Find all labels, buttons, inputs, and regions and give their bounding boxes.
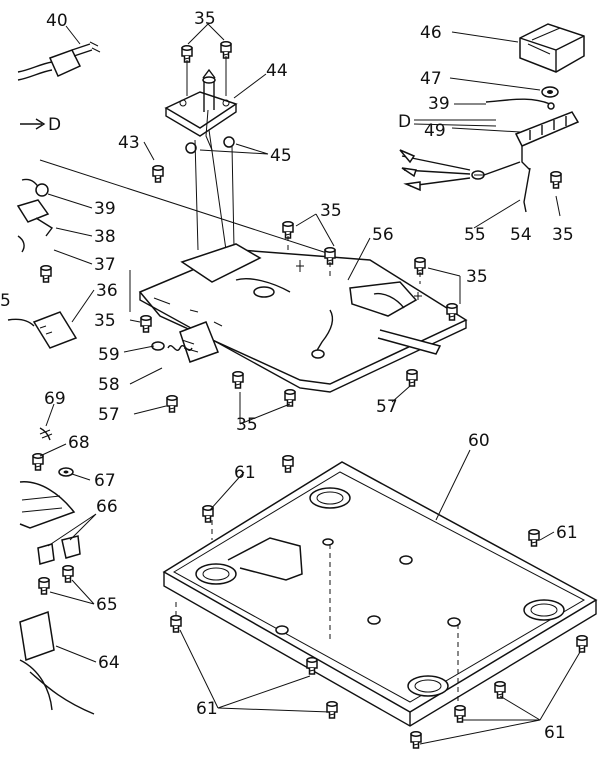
screw-icon xyxy=(38,577,50,595)
callout-5: 5 xyxy=(0,291,11,311)
callout-36: 36 xyxy=(96,281,118,301)
callout-66: 66 xyxy=(96,497,118,517)
callout-46: 46 xyxy=(420,23,442,43)
callout-44: 44 xyxy=(266,61,288,81)
screw-icon xyxy=(406,369,418,387)
callout-61: 61 xyxy=(234,463,256,483)
callout-58: 58 xyxy=(98,375,120,395)
callout-56: 56 xyxy=(372,225,394,245)
callout-57: 57 xyxy=(376,397,398,417)
chassis-plate xyxy=(138,243,468,393)
screw-icon xyxy=(181,45,193,63)
screw-icon xyxy=(414,257,426,275)
screw-icon xyxy=(40,265,52,283)
screw-icon xyxy=(166,395,178,413)
arm-plate-icon xyxy=(19,481,76,529)
callout-69: 69 xyxy=(44,389,66,409)
screw-icon xyxy=(232,371,244,389)
callout-35: 35 xyxy=(236,415,258,435)
screw-icon xyxy=(140,315,152,333)
callout-49: 49 xyxy=(424,121,446,141)
callout-45: 45 xyxy=(270,146,292,166)
callout-35: 35 xyxy=(552,225,574,245)
leader-lines xyxy=(39,23,581,745)
callout-61: 61 xyxy=(544,723,566,743)
screw-icon xyxy=(282,455,294,473)
screw-icon xyxy=(152,165,164,183)
callout-67: 67 xyxy=(94,471,116,491)
callout-57: 57 xyxy=(98,405,120,425)
clamp-icon xyxy=(21,178,49,197)
screw-icon xyxy=(282,221,294,239)
callout-54: 54 xyxy=(510,225,532,245)
callout-64: 64 xyxy=(98,653,120,673)
callout-38: 38 xyxy=(94,227,116,247)
bracket-icon xyxy=(164,68,238,137)
washer-icon xyxy=(223,136,235,148)
arrow-icon xyxy=(20,118,46,130)
signal-cable-icon xyxy=(399,149,521,192)
callout-39: 39 xyxy=(428,94,450,114)
callout-68: 68 xyxy=(68,433,90,453)
callouts: 40 35 44 46 47 39 D D 49 43 45 39 38 37 … xyxy=(0,9,578,743)
callout-39: 39 xyxy=(94,199,116,219)
terminal-strip-icon xyxy=(514,111,580,171)
callout-47: 47 xyxy=(420,69,442,89)
screw-icon xyxy=(220,41,232,59)
nut-icon xyxy=(541,86,559,98)
motor-icon xyxy=(19,610,95,715)
wire-icon xyxy=(485,98,555,110)
screw-icon xyxy=(326,701,338,719)
washer-icon xyxy=(58,467,74,477)
screw-icon xyxy=(550,171,562,189)
screw-icon xyxy=(62,565,74,583)
callout-d-right: D xyxy=(398,112,411,132)
foot-icon xyxy=(37,535,81,565)
connector-icon xyxy=(7,311,78,349)
callout-61: 61 xyxy=(556,523,578,543)
callout-35: 35 xyxy=(466,267,488,287)
cover-icon xyxy=(519,23,585,73)
washer-icon xyxy=(185,142,197,154)
callout-35: 35 xyxy=(94,311,116,331)
holder-icon xyxy=(16,199,54,237)
callout-43: 43 xyxy=(118,133,140,153)
ac-plug-icon xyxy=(17,41,101,81)
screw-icon xyxy=(170,615,182,633)
screw-icon xyxy=(528,529,540,547)
screw-icon xyxy=(494,681,506,699)
callout-35: 35 xyxy=(320,201,342,221)
callout-55: 55 xyxy=(464,225,486,245)
screw-icon xyxy=(410,731,422,749)
spring-icon xyxy=(167,345,193,351)
callout-40: 40 xyxy=(46,11,68,31)
callout-59: 59 xyxy=(98,345,120,365)
screw-icon xyxy=(576,635,588,653)
bottom-cabinet xyxy=(162,461,598,727)
callout-35: 35 xyxy=(194,9,216,29)
screw-icon xyxy=(32,453,44,471)
callout-60: 60 xyxy=(468,431,490,451)
callout-d-left: D xyxy=(48,115,61,135)
callout-65: 65 xyxy=(96,595,118,615)
screw-icon xyxy=(284,389,296,407)
callout-61: 61 xyxy=(196,699,218,719)
callout-37: 37 xyxy=(94,255,116,275)
